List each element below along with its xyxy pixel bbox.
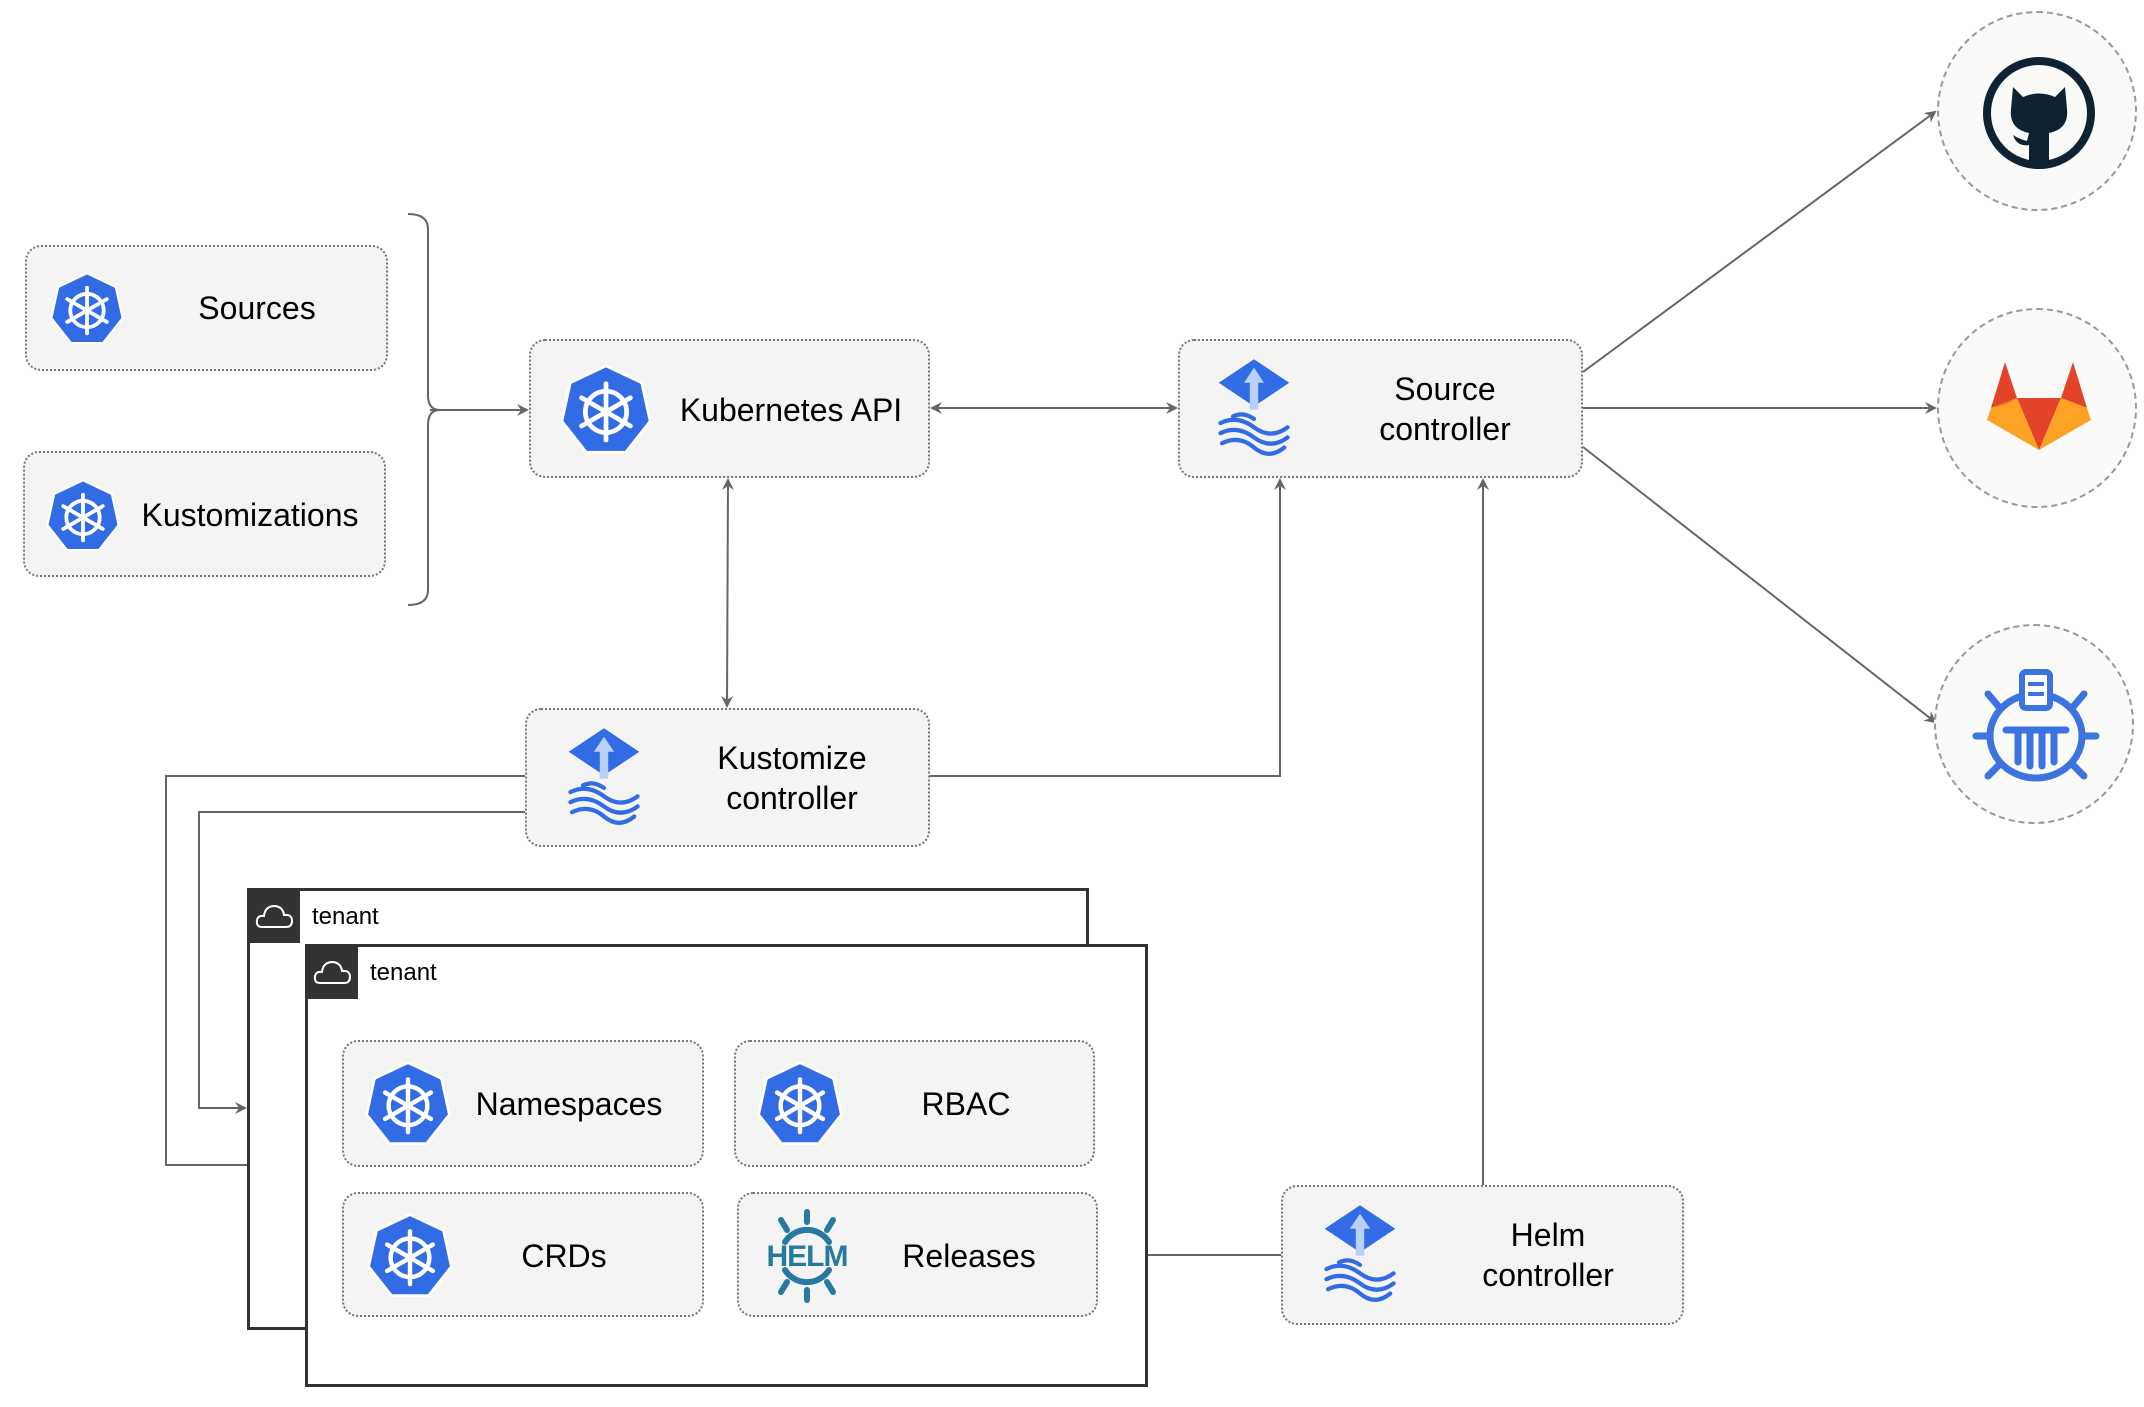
flux-icon	[562, 722, 646, 832]
flux-icon	[1212, 353, 1296, 463]
tenant-label: tenant	[312, 903, 379, 930]
rbac-node[interactable]: RBAC	[734, 1040, 1095, 1167]
kubernetes-icon	[366, 1212, 454, 1300]
edge-source-bucket	[1582, 446, 1937, 724]
releases-label: Releases	[902, 1238, 1036, 1274]
github-icon	[1983, 57, 2095, 169]
gitlab-source[interactable]	[1937, 308, 2137, 508]
source-controller-node[interactable]: Source controller	[1178, 339, 1583, 478]
source-controller-label-line2: controller	[1379, 411, 1511, 447]
cloud-icon	[313, 960, 352, 984]
releases-node[interactable]: HELM Releases	[737, 1192, 1098, 1317]
crds-node[interactable]: CRDs	[342, 1192, 704, 1317]
helm-icon: HELM	[759, 1208, 855, 1304]
kubernetes-icon	[45, 478, 121, 554]
cloud-icon	[255, 904, 294, 928]
kustomize-controller-label-line2: controller	[726, 780, 858, 816]
gitlab-icon	[1987, 362, 2091, 450]
sources-label: Sources	[198, 290, 316, 326]
edge-kustomize-tenant-front	[165, 775, 525, 1171]
kubernetes-icon	[559, 363, 653, 457]
tenant-label: tenant	[370, 959, 437, 986]
helm-controller-label-line1: Helm	[1510, 1217, 1586, 1253]
namespaces-node[interactable]: Namespaces	[342, 1040, 704, 1167]
namespaces-label: Namespaces	[475, 1086, 663, 1122]
kubernetes-api-node[interactable]: Kubernetes API	[529, 339, 930, 478]
helm-logo-text: HELM	[766, 1240, 849, 1273]
edge-kustomize-tenant-back	[198, 811, 525, 1114]
kubernetes-icon	[49, 271, 125, 347]
helm-controller-label-line2: controller	[1482, 1257, 1614, 1293]
kustomize-controller-label-line1: Kustomize	[717, 740, 867, 776]
kubernetes-icon	[364, 1060, 452, 1148]
kubernetes-icon	[756, 1060, 844, 1148]
source-controller-label-line1: Source	[1394, 371, 1496, 407]
bucket-source[interactable]	[1934, 624, 2134, 824]
edge-source-github	[1582, 110, 1937, 373]
sources-node[interactable]: Sources	[25, 245, 388, 371]
crds-label: CRDs	[521, 1238, 607, 1274]
kustomizations-label: Kustomizations	[141, 497, 359, 533]
bucket-icon	[1972, 669, 2100, 782]
rbac-label: RBAC	[921, 1086, 1011, 1122]
github-source[interactable]	[1937, 11, 2137, 211]
helm-controller-node[interactable]: Helm controller	[1281, 1185, 1684, 1325]
cloud-icon-bg	[308, 947, 358, 999]
kubernetes-api-label: Kubernetes API	[679, 392, 903, 428]
flux-icon	[1318, 1199, 1402, 1309]
edge-kustomize-source	[930, 478, 1286, 777]
kustomize-controller-node[interactable]: Kustomize controller	[525, 708, 930, 847]
cloud-icon-bg	[250, 891, 300, 943]
kustomizations-node[interactable]: Kustomizations	[23, 451, 386, 577]
edge-api-kustomize	[721, 478, 734, 708]
